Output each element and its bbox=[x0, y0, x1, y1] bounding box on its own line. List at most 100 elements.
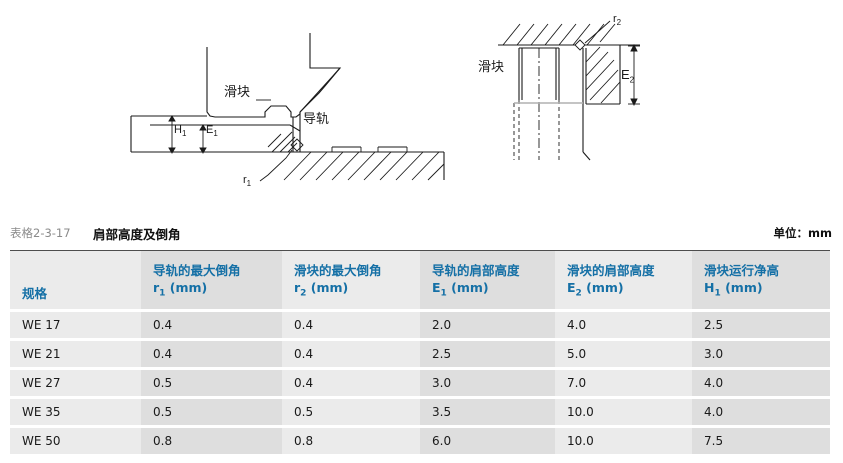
right-chamfer-marker bbox=[574, 39, 586, 51]
table-row-separator-cell bbox=[10, 367, 830, 370]
cell-spec: WE 35 bbox=[10, 399, 141, 425]
dim-h1-arrows bbox=[168, 115, 176, 154]
cell-value: 2.5 bbox=[692, 312, 830, 338]
spec-table-wrap: 规格 导轨的最大倒角 r1 (mm) 滑块的最大倒角 r2 (mm) 导轨的肩部… bbox=[10, 250, 830, 454]
col-header-slider-max-chamfer-line2: r2 (mm) bbox=[294, 279, 420, 303]
hdr5-unit: (mm) bbox=[720, 279, 763, 295]
table-row-separator-cell bbox=[10, 338, 830, 341]
left-rail-hatch bbox=[267, 131, 298, 153]
col-header-spec-line1: 规格 bbox=[22, 286, 48, 301]
hdr2-base: r bbox=[294, 279, 301, 295]
table-caption: 表格2-3-17 肩部高度及倒角 单位：mm bbox=[0, 222, 843, 246]
dim-e2-sub: 2 bbox=[629, 75, 635, 85]
right-top-hatch bbox=[502, 23, 616, 46]
table-row-separator-cell bbox=[10, 396, 830, 399]
right-lower-flare bbox=[582, 151, 591, 161]
cell-value: 4.0 bbox=[692, 370, 830, 396]
col-header-slider-clearance-height: 滑块运行净高 H1 (mm) bbox=[692, 250, 830, 309]
table-row-separator bbox=[10, 338, 830, 341]
dim-e1-base: E bbox=[206, 124, 214, 136]
cell-value: 3.0 bbox=[692, 341, 830, 367]
header-row: 规格 导轨的最大倒角 r1 (mm) 滑块的最大倒角 r2 (mm) 导轨的肩部… bbox=[10, 250, 830, 309]
col-header-rail-shoulder-height-line1: 导轨的肩部高度 bbox=[432, 262, 520, 278]
cell-value: 3.0 bbox=[420, 370, 555, 396]
caption-number: 表格2-3-17 bbox=[10, 226, 71, 240]
cell-value: 0.4 bbox=[141, 341, 282, 367]
rail-label-left: 导轨 bbox=[303, 112, 330, 127]
table-row-separator-cell bbox=[10, 425, 830, 428]
dim-e2-arrows bbox=[628, 43, 640, 107]
hdr4-sub: 2 bbox=[575, 288, 582, 298]
cell-value: 7.5 bbox=[692, 428, 830, 454]
col-header-rail-max-chamfer-line2: r1 (mm) bbox=[153, 279, 282, 303]
hdr4-unit: (mm) bbox=[581, 279, 624, 295]
cell-value: 0.8 bbox=[141, 428, 282, 454]
left-rail-top-edge bbox=[299, 33, 342, 113]
col-header-rail-shoulder-height: 导轨的肩部高度 E1 (mm) bbox=[420, 250, 555, 309]
left-bolt-slot-2 bbox=[377, 146, 408, 152]
table-row-separator bbox=[10, 367, 830, 370]
cell-value: 0.8 bbox=[282, 428, 420, 454]
dim-h1-sub: 1 bbox=[181, 129, 187, 139]
dim-r2-sub: 2 bbox=[616, 18, 622, 28]
hdr3-sub: 1 bbox=[440, 288, 447, 298]
dim-r2-leader bbox=[584, 20, 611, 44]
table-row-separator bbox=[10, 425, 830, 428]
col-header-rail-max-chamfer: 导轨的最大倒角 r1 (mm) bbox=[141, 250, 282, 309]
col-header-slider-clearance-height-line2: H1 (mm) bbox=[704, 279, 830, 303]
table-row-separator-cell bbox=[10, 309, 830, 312]
dim-e1-label: E1 bbox=[206, 125, 218, 138]
hdr3-unit: (mm) bbox=[446, 279, 489, 295]
col-header-slider-shoulder-height: 滑块的肩部高度 E2 (mm) bbox=[555, 250, 692, 309]
right-slider-hidden-outline bbox=[513, 100, 560, 160]
dim-r2-label: r2 bbox=[613, 14, 621, 27]
dim-r1-base: r bbox=[243, 174, 247, 186]
col-header-rail-shoulder-height-line2: E1 (mm) bbox=[432, 279, 555, 303]
dim-r1-label: r1 bbox=[243, 175, 251, 188]
cell-value: 5.0 bbox=[555, 341, 692, 367]
hdr1-base: r bbox=[153, 279, 160, 295]
cell-spec: WE 27 bbox=[10, 370, 141, 396]
col-header-slider-shoulder-height-line1: 滑块的肩部高度 bbox=[567, 262, 655, 278]
right-block-hatch bbox=[585, 46, 621, 104]
caption-unit: 单位：mm bbox=[773, 226, 832, 240]
dim-r1-sub: 1 bbox=[246, 179, 252, 189]
cell-value: 0.5 bbox=[141, 370, 282, 396]
col-header-slider-clearance-height-line1: 滑块运行净高 bbox=[704, 262, 780, 278]
cell-spec: WE 21 bbox=[10, 341, 141, 367]
table-row-separator bbox=[10, 309, 830, 312]
table-row-separator bbox=[10, 396, 830, 399]
col-header-slider-max-chamfer-line1: 滑块的最大倒角 bbox=[294, 262, 382, 278]
col-header-spec: 规格 bbox=[10, 250, 141, 309]
dim-e1-sub: 1 bbox=[213, 129, 218, 139]
cell-value: 0.5 bbox=[282, 399, 420, 425]
hdr3-base: E bbox=[432, 279, 441, 295]
left-base-hatch bbox=[283, 151, 445, 181]
cell-spec: WE 17 bbox=[10, 312, 141, 338]
cell-value: 0.4 bbox=[282, 341, 420, 367]
hdr1-unit: (mm) bbox=[165, 279, 208, 295]
figures-area: 滑块 导轨 滑块 H1 E1 r1 r2 E2 bbox=[0, 0, 843, 212]
cell-value: 4.0 bbox=[692, 399, 830, 425]
cell-value: 6.0 bbox=[420, 428, 555, 454]
cell-value: 2.0 bbox=[420, 312, 555, 338]
cell-spec: WE 50 bbox=[10, 428, 141, 454]
technical-drawings-svg bbox=[130, 20, 640, 182]
cell-value: 10.0 bbox=[555, 428, 692, 454]
dim-e1-arrows bbox=[199, 124, 207, 154]
cell-value: 0.5 bbox=[141, 399, 282, 425]
spec-table: 规格 导轨的最大倒角 r1 (mm) 滑块的最大倒角 r2 (mm) 导轨的肩部… bbox=[10, 250, 830, 454]
col-header-rail-max-chamfer-line1: 导轨的最大倒角 bbox=[153, 262, 241, 278]
cell-value: 0.4 bbox=[141, 312, 282, 338]
slider-label-right: 滑块 bbox=[478, 60, 505, 75]
cell-value: 0.4 bbox=[282, 312, 420, 338]
hdr2-unit: (mm) bbox=[306, 279, 349, 295]
cell-value: 7.0 bbox=[555, 370, 692, 396]
cell-value: 10.0 bbox=[555, 399, 692, 425]
